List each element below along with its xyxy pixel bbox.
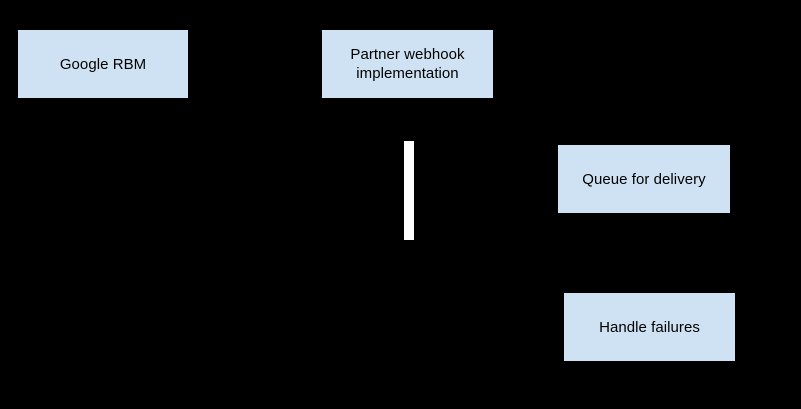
node-handle-failures[interactable]: Handle failures	[564, 293, 735, 361]
node-partner-webhook-implementation[interactable]: Partner webhook implementation	[322, 30, 493, 98]
vertical-connector-bar	[404, 141, 414, 240]
node-google-rbm[interactable]: Google RBM	[18, 30, 188, 98]
node-queue-for-delivery[interactable]: Queue for delivery	[558, 145, 730, 213]
